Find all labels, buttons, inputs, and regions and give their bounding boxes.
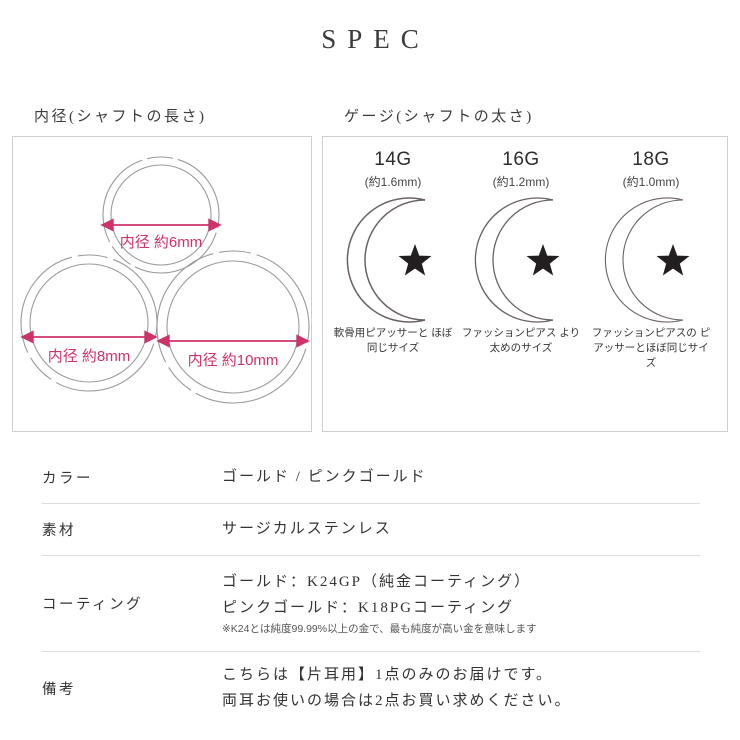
spec-note-k24: ※K24とは純度99.99%以上の金で、最も純度が高い金を意味します	[222, 623, 537, 636]
gauge-column-14g: 14G (約1.6mm) 軟骨用ピアッサーと ほぼ同じサイズ	[329, 149, 457, 356]
spec-value-note: こちらは【片耳用】1点のみのお届けです。 両耳お使いの場合は2点お買い求めくださ…	[222, 666, 572, 709]
ring-label-8mm: 内径 約8mm	[48, 348, 131, 365]
section-heading-gauge: ゲージ(シャフトの太さ)	[344, 109, 534, 125]
spec-label-note: 備考	[42, 681, 76, 698]
gauge-mm-18g: (約1.0mm)	[622, 174, 680, 189]
ring-label-6mm: 内径 約6mm	[120, 234, 203, 251]
gauge-column-16g: 16G (約1.2mm) ファッションピアス より太めのサイズ	[457, 149, 585, 356]
page-title: SPEC	[321, 24, 430, 54]
ring-6mm: 内径 約6mm	[100, 156, 222, 274]
spec-label-color: カラー	[42, 471, 93, 487]
gauge-name-16g: 16G	[502, 149, 540, 170]
star-icon	[656, 243, 690, 276]
gauge-caption-18g: ファッションピアスの ピアッサーとほぼ同じサイズ	[591, 326, 711, 370]
spec-value-coating: ゴールド：K24GP（純金コーティング） ピンクゴールド：K18PGコーティング…	[222, 569, 700, 638]
gauge-caption-14g: 軟骨用ピアッサーと ほぼ同じサイズ	[333, 326, 453, 355]
spec-table: カラー ゴールド / ピンクゴールド 素材 サージカルステンレス コーティング …	[42, 452, 700, 724]
gauge-art-18g	[587, 196, 715, 324]
gauge-name-18g: 18G	[632, 149, 670, 170]
table-row-coating: コーティング ゴールド：K24GP（純金コーティング） ピンクゴールド：K18P…	[42, 556, 700, 652]
diameter-diagram-panel: 内径 約6mm 内径 約8mm 内径 約10mm	[12, 136, 312, 432]
gauge-diagram-panel: 14G (約1.6mm) 軟骨用ピアッサーと ほぼ同じサイズ 16G (約1.2…	[322, 136, 728, 432]
gauge-caption-16g: ファッションピアス より太めのサイズ	[461, 326, 581, 355]
spec-value-material: サージカルステンレス	[222, 521, 392, 538]
gauge-mm-14g: (約1.6mm)	[364, 174, 422, 189]
gauge-name-14g: 14G	[374, 149, 412, 170]
section-heading-diameter: 内径(シャフトの長さ)	[34, 109, 207, 125]
ring-8mm: 内径 約8mm	[20, 254, 158, 392]
gauge-art-14g	[329, 196, 457, 324]
gauge-mm-16g: (約1.2mm)	[492, 174, 550, 189]
gauge-column-18g: 18G (約1.0mm) ファッションピアスの ピアッサーとほぼ同じサイズ	[587, 149, 715, 372]
star-icon	[526, 243, 560, 276]
diameter-rings-illustration: 内径 約6mm 内径 約8mm 内径 約10mm	[20, 156, 310, 404]
ring-10mm: 内径 約10mm	[156, 250, 310, 404]
spec-label-coating: コーティング	[42, 597, 144, 613]
table-row-material: 素材 サージカルステンレス	[42, 504, 700, 556]
spec-label-material: 素材	[42, 523, 76, 539]
spec-value-color: ゴールド / ピンクゴールド	[222, 469, 427, 486]
table-row-color: カラー ゴールド / ピンクゴールド	[42, 452, 700, 504]
table-row-note: 備考 こちらは【片耳用】1点のみのお届けです。 両耳お使いの場合は2点お買い求め…	[42, 652, 700, 724]
ring-label-10mm: 内径 約10mm	[188, 352, 279, 369]
star-icon	[398, 243, 432, 276]
gauge-art-16g	[457, 196, 585, 324]
